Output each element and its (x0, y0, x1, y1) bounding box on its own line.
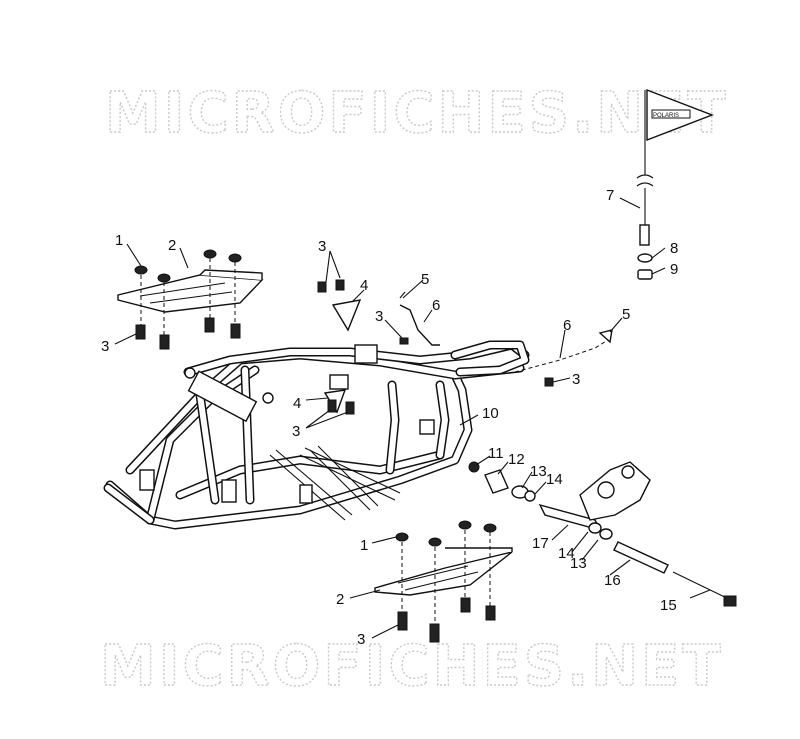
flag-whip: POLARIS (636, 88, 714, 280)
callout-15: 15 (660, 597, 677, 614)
callout-3-clip-upper: 3 (375, 308, 383, 325)
skid-plate-lower (374, 547, 513, 596)
callout-7-flag-whip: 7 (606, 187, 614, 204)
callout-6-upper: 6 (432, 297, 440, 314)
rivet-set-upper (134, 249, 242, 350)
callout-5-rear: 5 (622, 306, 630, 323)
callout-1-lower: 1 (360, 537, 368, 554)
bolts-bracket-lower (327, 399, 355, 415)
callout-5-upper: 5 (421, 271, 429, 288)
watermark-bottom: MICROFICHES.NET (100, 634, 724, 699)
callout-1-upper: 1 (115, 232, 123, 249)
callout-14-lower: 14 (558, 545, 575, 562)
callout-13-upper: 13 (530, 463, 547, 480)
bolts-bracket-upper (317, 279, 345, 293)
callout-12: 12 (508, 451, 525, 468)
callout-2-upper: 2 (168, 237, 176, 254)
rivet-set-lower (395, 520, 497, 643)
callout-4-bracket-upper: 4 (360, 277, 368, 294)
callout-4-bracket-lower: 4 (293, 395, 301, 412)
callout-14-upper: 14 (546, 471, 563, 488)
swingarm-pivot-parts (468, 461, 737, 607)
skid-plate-upper (117, 269, 264, 313)
main-frame (103, 340, 530, 530)
callout-8-washer: 8 (670, 240, 678, 257)
callout-16: 16 (604, 572, 621, 589)
flag-logo-text: POLARIS (653, 113, 679, 119)
callout-3-bracket-upper: 3 (318, 238, 326, 255)
leader-lines (114, 197, 711, 639)
watermark-top: MICROFICHES.NET (105, 81, 729, 146)
callout-3-bracket-lower: 3 (292, 423, 300, 440)
callout-10-frame: 10 (482, 405, 499, 422)
callout-3-lower: 3 (357, 631, 365, 648)
callout-17: 17 (532, 535, 549, 552)
callout-3-rear: 3 (572, 371, 580, 388)
harness-clip-upper (399, 291, 440, 346)
callout-3-upper-left: 3 (101, 338, 109, 355)
callout-13-lower: 13 (570, 555, 587, 572)
cable-rear (514, 329, 613, 387)
callout-11: 11 (488, 445, 504, 462)
bracket-upper (331, 299, 362, 332)
callout-9-nut: 9 (670, 261, 678, 278)
callout-labels: 1 2 3 3 4 5 6 3 7 8 9 5 6 3 4 3 10 11 12… (101, 187, 678, 648)
callout-2-lower: 2 (336, 591, 344, 608)
callout-6-rear: 6 (563, 317, 571, 334)
